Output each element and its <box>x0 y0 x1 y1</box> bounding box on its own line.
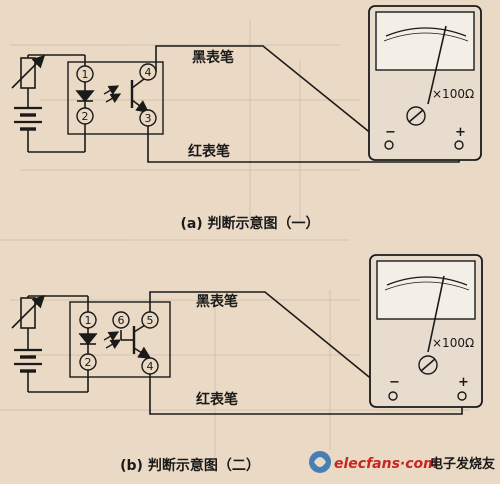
multimeter-b <box>369 254 483 408</box>
meter-plus-label-b: + <box>458 375 469 390</box>
led-symbol-a <box>75 82 95 110</box>
svg-text:4: 4 <box>147 360 154 373</box>
pins-a: 1 2 3 4 <box>76 63 157 127</box>
battery-a <box>14 106 42 140</box>
black-probe-label-a: 黑表笔 <box>192 49 234 66</box>
red-probe-label-a: 红表笔 <box>188 143 230 160</box>
meter-minus-jack-b <box>388 391 398 401</box>
pin-1-b: 1 <box>79 311 97 329</box>
pin-1-a: 1 <box>76 65 94 83</box>
pin-4-a: 4 <box>139 63 157 81</box>
pin-3-a: 3 <box>139 109 157 127</box>
svg-text:2: 2 <box>82 110 89 123</box>
meter-minus-label-b: − <box>389 375 400 390</box>
svg-text:6: 6 <box>118 314 125 327</box>
meter-plus-label-a: + <box>455 125 466 140</box>
svg-text:2: 2 <box>85 356 92 369</box>
pin-2-a: 2 <box>76 107 94 125</box>
multimeter-a <box>368 5 482 161</box>
pin-6-b: 6 <box>112 311 130 329</box>
meter-plus-jack-b <box>457 391 467 401</box>
meter-range-label-a: ×100Ω <box>432 87 474 101</box>
meter-plus-jack-a <box>454 140 464 150</box>
pin-5-b: 5 <box>141 311 159 329</box>
black-probe-wire-a <box>155 45 384 144</box>
brand-name: elecfans·com <box>334 456 438 472</box>
caption-a: (a) 判断示意图（一） <box>180 215 319 232</box>
brand-name-cn: 电子发烧友 <box>430 456 495 472</box>
brand-watermark: elecfans·com 电子发烧友 <box>309 451 495 473</box>
svg-text:1: 1 <box>82 68 89 81</box>
meter-minus-jack-a <box>384 140 394 150</box>
meter-needle-b <box>427 275 445 353</box>
red-probe-label-b: 红表笔 <box>196 391 238 408</box>
optocoupler-package-a <box>67 61 164 135</box>
svg-text:1: 1 <box>85 314 92 327</box>
light-arrows-a <box>103 85 122 104</box>
battery-b <box>14 348 42 380</box>
pin-2-b: 2 <box>79 353 97 371</box>
optocoupler-package-b <box>69 301 171 378</box>
meter-minus-label-a: − <box>385 125 396 140</box>
pin-4-b: 4 <box>141 357 159 375</box>
light-arrows-b <box>103 331 122 350</box>
diagram-b <box>11 254 483 415</box>
pins-b: 1 2 4 5 6 <box>79 311 159 375</box>
meter-range-label-b: ×100Ω <box>432 336 474 350</box>
background-watermark-lines <box>0 20 470 460</box>
phototransistor-b <box>120 321 152 359</box>
svg-text:4: 4 <box>145 66 152 79</box>
caption-b: (b) 判断示意图（二） <box>120 457 260 474</box>
svg-text:3: 3 <box>145 112 152 125</box>
svg-text:5: 5 <box>147 314 154 327</box>
black-probe-wire-b <box>149 291 386 391</box>
meter-needle-a <box>427 25 447 105</box>
led-symbol-b <box>78 328 98 358</box>
black-probe-label-b: 黑表笔 <box>196 293 238 310</box>
diagram-a <box>11 5 482 163</box>
